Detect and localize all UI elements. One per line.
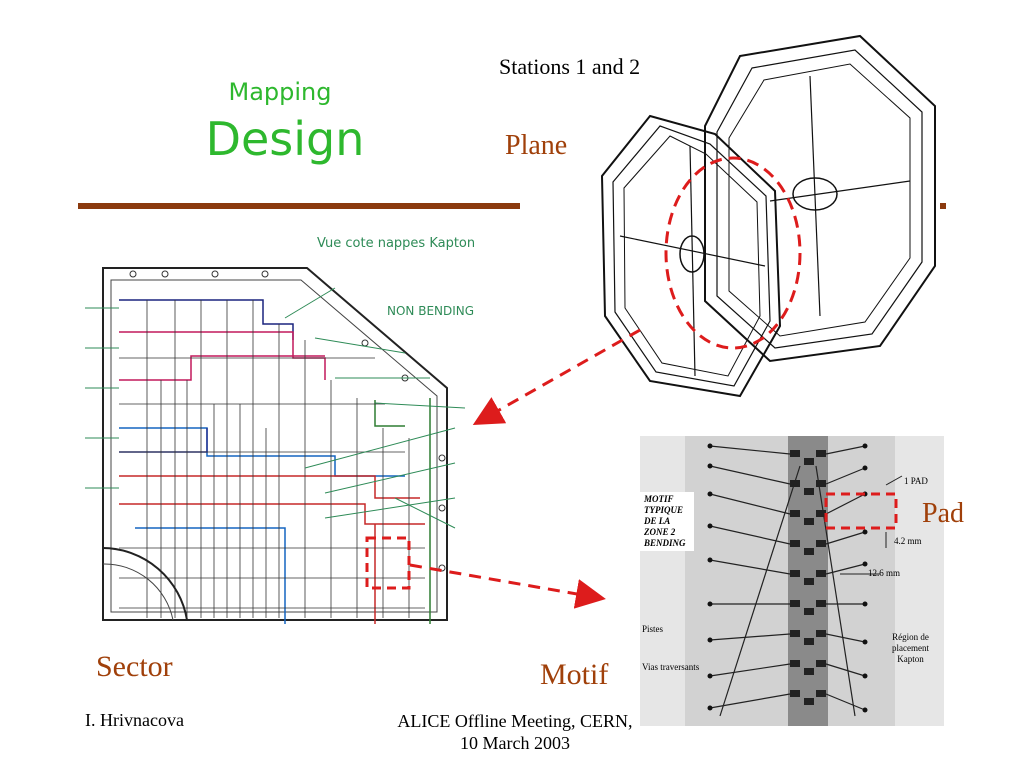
sector-subheading: NON BENDING xyxy=(387,304,475,318)
motif-caption: MOTIF TYPIQUE DE LA ZONE 2 BENDING xyxy=(640,492,694,551)
footer-meeting-date: 10 March 2003 xyxy=(460,733,570,753)
footer-meeting: ALICE Offline Meeting, CERN, 10 March 20… xyxy=(370,710,660,754)
motif-pattern xyxy=(685,436,903,726)
motif-label: Motif xyxy=(540,658,609,691)
slide-title: Design xyxy=(205,112,365,166)
sector-grid xyxy=(85,267,466,624)
motif-caption-line: BENDING xyxy=(644,538,686,548)
chamber-photo xyxy=(520,16,940,416)
chamber-drawing xyxy=(600,34,936,398)
motif-caption-line: DE LA xyxy=(644,516,671,526)
vias-annotation: Vias traversants xyxy=(642,662,700,672)
plane-highlight-circle xyxy=(664,156,802,350)
pistes-annotation: Pistes xyxy=(642,624,664,634)
plane-label: Plane xyxy=(505,130,568,161)
title-divider xyxy=(78,203,946,209)
region-line: Kapton xyxy=(897,654,924,664)
motif-caption-line: TYPIQUE xyxy=(644,505,683,515)
pad-label: Pad xyxy=(922,498,964,529)
region-annotation: Région de placement Kapton xyxy=(892,632,929,665)
region-line: placement xyxy=(892,643,929,653)
pad-highlight-box xyxy=(824,492,898,530)
sector-label: Sector xyxy=(96,650,173,683)
motif-photo: MOTIF TYPIQUE DE LA ZONE 2 BENDING 1 PAD… xyxy=(640,436,944,726)
sector-drawing: Vue cote nappes Kapton NON BENDING xyxy=(75,228,505,658)
sector-heading: Vue cote nappes Kapton xyxy=(317,236,476,251)
plane-to-sector-arrow xyxy=(472,328,641,425)
sector-to-motif-arrow xyxy=(409,563,606,609)
motif-caption-line: ZONE 2 xyxy=(644,527,676,537)
stations-label: Stations 1 and 2 xyxy=(497,54,643,80)
footer-author: I. Hrivnacova xyxy=(85,710,184,730)
station-1-outline xyxy=(600,114,782,398)
pad-annotation: 1 PAD xyxy=(904,476,928,486)
footer-meeting-line: ALICE Offline Meeting, CERN, xyxy=(397,711,633,731)
dimension-large: 12.6 mm xyxy=(868,568,901,578)
motif-caption-line: MOTIF xyxy=(644,494,674,504)
motif-highlight-box xyxy=(365,536,411,590)
dimension-small: 4.2 mm xyxy=(894,536,922,546)
slide-subtitle: Mapping xyxy=(228,78,332,106)
region-line: Région de xyxy=(892,632,929,642)
station-2-outline xyxy=(704,34,936,363)
